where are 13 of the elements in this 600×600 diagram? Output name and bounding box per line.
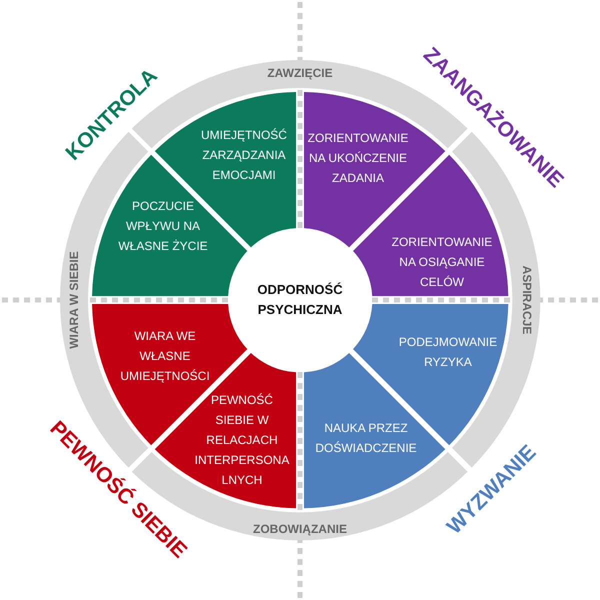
segment-text: UMIEJĘTNOŚĆ ZARZĄDZANIA EMOCJAMI (200, 127, 288, 184)
segment-text: POCZUCIE WPŁYWU NA WŁASNE ŻYCIE (117, 198, 209, 255)
segment-text: PEWNOŚĆ SIEBIE W RELACJACH INTERPERSONALNYCH (194, 392, 290, 489)
ring-label: ZAWZIĘCIE (267, 66, 333, 80)
ring-label: ASPIRACJE (520, 266, 534, 334)
ring-label: ZOBOWIĄZANIE (252, 522, 347, 536)
segment-text: ZORIENTOWANIE NA OSIĄGANIE CELÓW (390, 234, 494, 291)
segment-text: ZORIENTOWANIE NA UKOŃCZENIE ZADANIA (306, 130, 410, 187)
ring-label: WIARA W SIEBIE (67, 251, 81, 349)
segment-text: PODEJMOWANIE RYZYKA (398, 334, 498, 371)
segment-text: NAUKA PRZEZ DOŚWIADCZENIE (314, 420, 418, 457)
center-title: ODPORNOŚĆ PSYCHICZNA (256, 281, 344, 319)
segment-text: WIARA WE WŁASNE UMIEJĘTNOŚCI (119, 328, 211, 385)
